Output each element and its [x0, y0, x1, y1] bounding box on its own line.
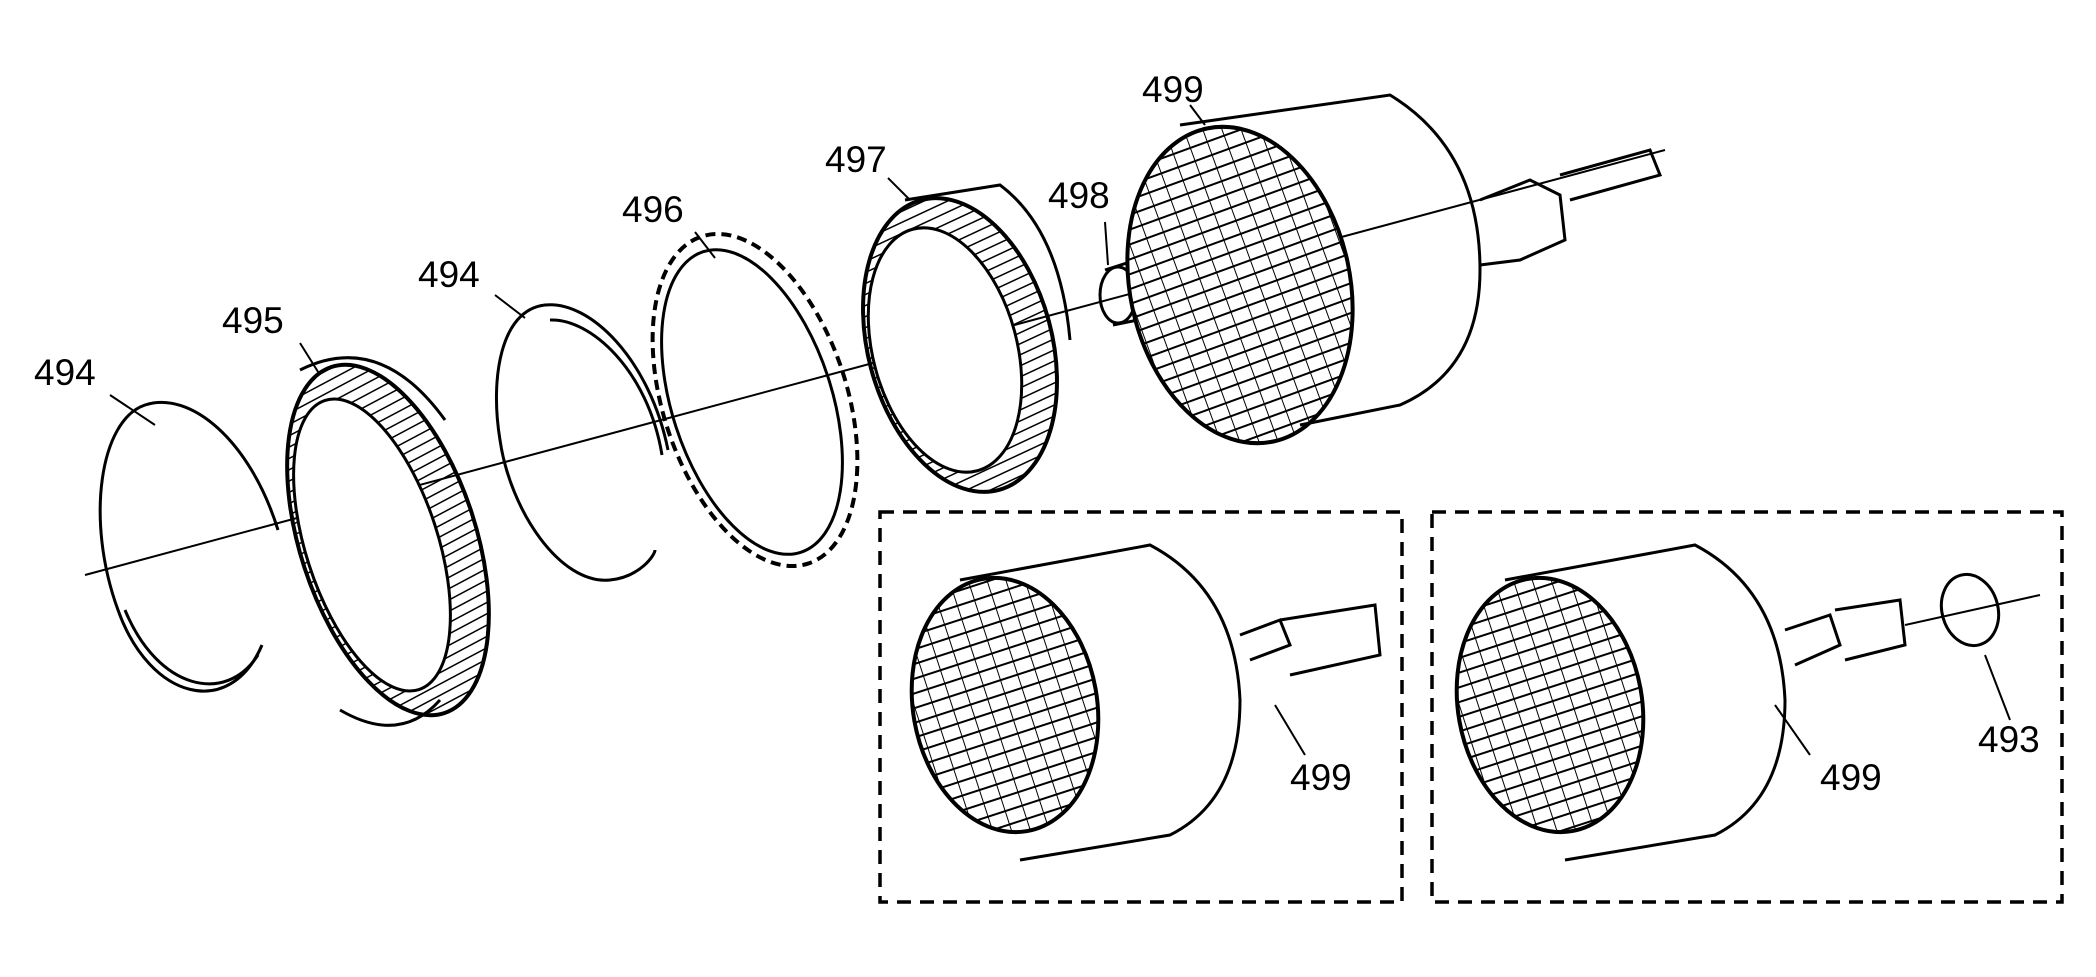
housing-499-main	[1125, 93, 1663, 446]
ring-495	[285, 356, 491, 727]
callout-498: 498	[1048, 175, 1110, 216]
housing-499-variant-a	[909, 543, 1382, 862]
callout-495: 495	[222, 300, 284, 341]
snap-ring-494-left	[98, 400, 280, 693]
callout-499-variant-b: 499	[1820, 757, 1882, 798]
seal-ring-493	[1939, 572, 2001, 648]
callout-499-variant-a: 499	[1290, 757, 1352, 798]
callout-494-left: 494	[34, 352, 96, 393]
housing-499-variant-b	[1454, 543, 2041, 862]
callout-499-main: 499	[1142, 69, 1204, 110]
plate-496	[650, 231, 860, 569]
ring-497	[861, 183, 1072, 494]
leader-lines	[109, 104, 2011, 756]
variant-box-right	[1430, 510, 2064, 904]
callout-494-middle: 494	[418, 254, 480, 295]
variant-box-left	[878, 510, 1404, 904]
callout-496: 496	[622, 189, 684, 230]
callout-493: 493	[1978, 719, 2040, 760]
snap-ring-494-middle	[494, 303, 670, 582]
callout-497: 497	[825, 139, 887, 180]
